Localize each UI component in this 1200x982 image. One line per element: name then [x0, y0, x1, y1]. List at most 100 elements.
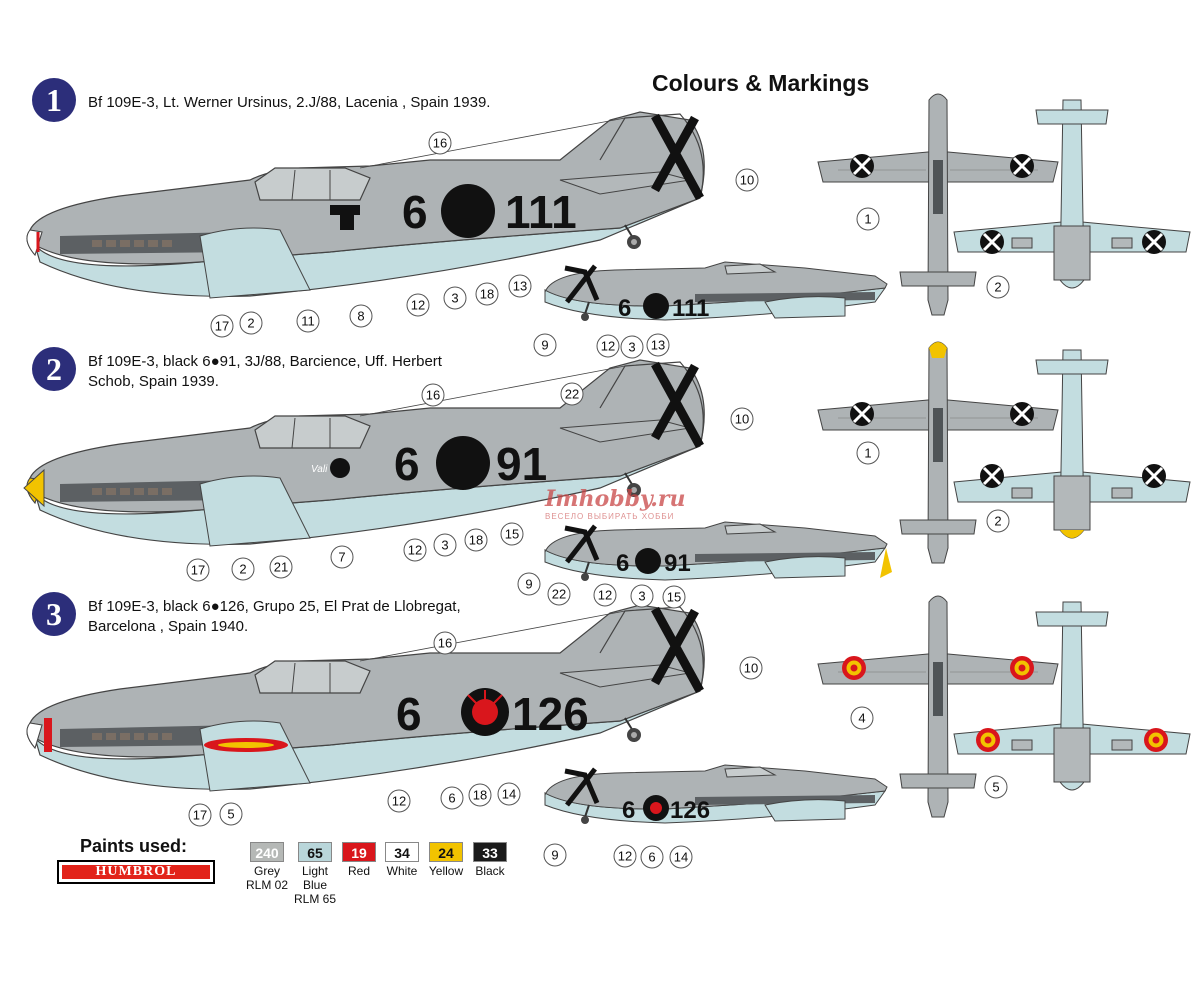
- callout-circle: [640, 845, 664, 869]
- callout-circle: [497, 782, 521, 806]
- humbrol-logo-text: HUMBROL: [62, 865, 210, 879]
- callout-number: 17: [191, 563, 205, 578]
- paint-name: Blue: [302, 878, 328, 892]
- callout-number: 3: [628, 340, 635, 355]
- s2-small-code-left: 6: [616, 550, 629, 577]
- callout-circle: [428, 131, 452, 155]
- callout-circle: [517, 572, 541, 596]
- paint-swatch: 240: [250, 842, 284, 862]
- callout-number: 2: [247, 316, 254, 331]
- s3-small-code-right: 126: [670, 797, 710, 824]
- callout-circle: [296, 309, 320, 333]
- callout-number: 18: [469, 533, 483, 548]
- callout-number: 9: [551, 848, 558, 863]
- callout-number: 2: [994, 514, 1001, 529]
- callout-number: 12: [408, 543, 422, 558]
- callout-circle: [730, 407, 754, 431]
- paint-name: Black: [475, 864, 505, 878]
- callout-number: 9: [525, 577, 532, 592]
- paint-name: RLM 65: [293, 892, 337, 906]
- callout-circle: [269, 555, 293, 579]
- paint-swatch: 19: [342, 842, 376, 862]
- callout-number: 2: [994, 280, 1001, 295]
- callout-number: 8: [357, 309, 364, 324]
- callout-circle: [646, 333, 670, 357]
- callout-number: 15: [505, 527, 519, 542]
- callout-number: 2: [239, 562, 246, 577]
- callout-circle: [188, 803, 212, 827]
- s2-nose-art-text: Vali: [311, 464, 328, 475]
- callout-number: 13: [513, 279, 527, 294]
- s1-small-code-right: 111: [672, 295, 709, 322]
- scheme-1-small-view: [545, 262, 887, 321]
- callout-number: 4: [858, 711, 865, 726]
- scheme-1-badge: 1: [32, 78, 76, 122]
- watermark: Imhobby.ru: [545, 486, 686, 512]
- callout-number: 1: [864, 446, 871, 461]
- paint-name: White: [386, 864, 418, 878]
- callout-number: 7: [338, 550, 345, 565]
- callout-number: 16: [438, 636, 452, 651]
- paint-swatch: 34: [385, 842, 419, 862]
- callout-circle: [560, 382, 584, 406]
- callout-circle: [433, 631, 457, 655]
- callout-circle: [533, 333, 557, 357]
- callout-circle: [739, 656, 763, 680]
- callout-circle: [403, 538, 427, 562]
- s3-code-left: 6: [396, 688, 422, 740]
- watermark-sub: ВЕСЕЛО ВЫБИРАТЬ ХОББИ: [545, 512, 675, 521]
- callout-circle: [543, 843, 567, 867]
- callout-circle: [547, 582, 571, 606]
- paints-label: Paints used:: [80, 836, 188, 856]
- s3-small-code-left: 6: [622, 797, 635, 824]
- paint-name: RLM 02: [245, 878, 289, 892]
- callout-circle: [349, 304, 373, 328]
- callout-number: 22: [565, 387, 579, 402]
- callout-circle: [593, 583, 617, 607]
- scheme-2-small-view: [545, 522, 887, 581]
- paint-swatch: 65: [298, 842, 332, 862]
- page-title: Colours & Markings: [652, 70, 870, 96]
- callout-number: 17: [215, 319, 229, 334]
- callout-number: 3: [638, 589, 645, 604]
- callout-circle: [856, 441, 880, 465]
- scheme-2-badge: 2: [32, 347, 76, 391]
- callout-number: 12: [598, 588, 612, 603]
- scheme-2-caption-line2: Schob, Spain 1939.: [88, 373, 219, 390]
- callout-number: 12: [392, 794, 406, 809]
- callout-number: 16: [433, 136, 447, 151]
- callout-number: 12: [601, 339, 615, 354]
- callout-number: 6: [448, 791, 455, 806]
- callout-number: 9: [541, 338, 548, 353]
- callout-circle: [984, 775, 1008, 799]
- callout-number: 5: [227, 807, 234, 822]
- callout-number: 14: [502, 787, 516, 802]
- callout-circle: [596, 334, 620, 358]
- s1-code-left: 6: [402, 186, 428, 238]
- callout-number: 14: [674, 850, 688, 865]
- callout-circle: [735, 168, 759, 192]
- paint-name: Grey: [253, 864, 280, 878]
- scheme-3-caption-line1: Bf 109E-3, black 6●126, Grupo 25, El Pra…: [88, 598, 461, 615]
- callout-circle: [508, 274, 532, 298]
- callout-number: 13: [651, 338, 665, 353]
- callout-circle: [433, 533, 457, 557]
- callout-number: 3: [441, 538, 448, 553]
- s2-small-code-right: 91: [664, 550, 691, 577]
- paint-name: Yellow: [428, 864, 464, 878]
- callout-circle: [421, 383, 445, 407]
- scheme-1-caption: Bf 109E-3, Lt. Werner Ursinus, 2.J/88, L…: [88, 94, 491, 111]
- humbrol-logo: HUMBROL: [57, 860, 215, 884]
- callout-number: 12: [411, 298, 425, 313]
- callout-circle: [850, 706, 874, 730]
- callout-circle: [406, 293, 430, 317]
- callout-number: 10: [740, 173, 754, 188]
- callout-circle: [986, 275, 1010, 299]
- callout-number: 22: [552, 587, 566, 602]
- callout-number: 12: [618, 849, 632, 864]
- paint-name: Red: [347, 864, 370, 878]
- callout-number: 17: [193, 808, 207, 823]
- callout-number: 16: [426, 388, 440, 403]
- scheme-1-side-view: [27, 112, 704, 298]
